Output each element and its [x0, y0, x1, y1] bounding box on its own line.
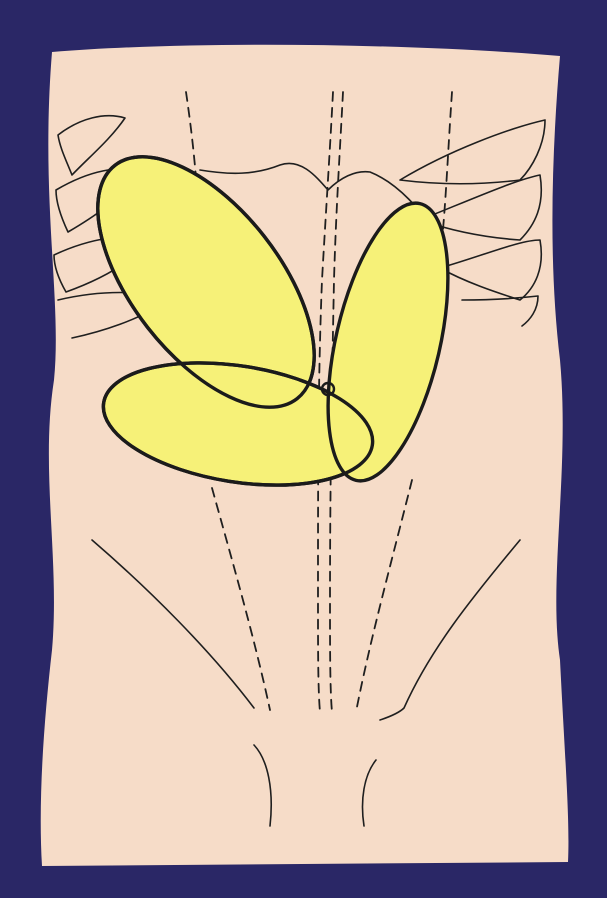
anatomical-diagram [0, 0, 607, 898]
